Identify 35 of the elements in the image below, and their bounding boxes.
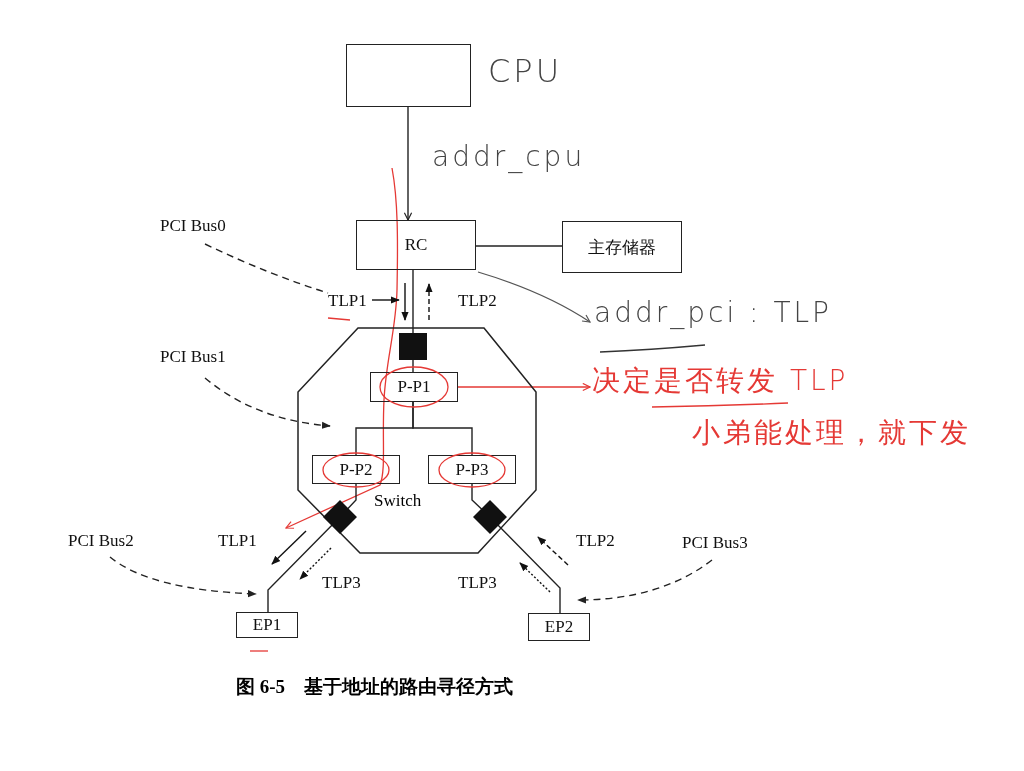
handwritten-note: addr_pci : TLP — [594, 296, 833, 329]
packet-label: TLP2 — [458, 291, 497, 311]
link-line — [475, 245, 563, 247]
packet-label: TLP1 — [218, 531, 257, 551]
packet-label: TLP3 — [322, 573, 361, 593]
packet-label: TLP3 — [458, 573, 497, 593]
device-box: RC — [356, 220, 476, 270]
device-box: P-P2 — [312, 455, 400, 484]
switch-octagon — [298, 328, 536, 553]
handwritten-note: 决定是否转发 TLP — [592, 363, 850, 399]
edge-label: addr_cpu — [432, 140, 586, 173]
annotation-arrow — [477, 271, 591, 323]
bus-label: PCI Bus1 — [160, 347, 227, 367]
handwritten-label: CPU — [488, 52, 563, 90]
device-box: 主存储器 — [562, 221, 682, 273]
annotation-arrow — [457, 382, 591, 392]
device-box: EP1 — [236, 612, 298, 638]
packet-label: TLP1 — [328, 291, 368, 311]
leader-line — [204, 243, 329, 294]
switch-label: Switch — [374, 491, 422, 511]
leader-line — [577, 559, 713, 604]
device-box: EP2 — [528, 613, 590, 641]
device-box: P-P3 — [428, 455, 516, 484]
arrow — [403, 106, 413, 221]
packet-label: TLP2 — [576, 531, 615, 551]
handwritten-note: 小弟能处理，就下发 — [692, 415, 972, 451]
bus-label: PCI Bus2 — [68, 531, 135, 551]
leader-line — [204, 377, 331, 429]
bus-label: PCI Bus0 — [160, 216, 227, 236]
empty-box — [346, 44, 471, 107]
leader-line — [109, 556, 257, 598]
link-line — [412, 401, 473, 456]
figure-caption: 图 6-5 基于地址的路由寻径方式 — [236, 675, 514, 699]
bus-label: PCI Bus3 — [682, 533, 749, 553]
device-box: P-P1 — [370, 372, 458, 402]
